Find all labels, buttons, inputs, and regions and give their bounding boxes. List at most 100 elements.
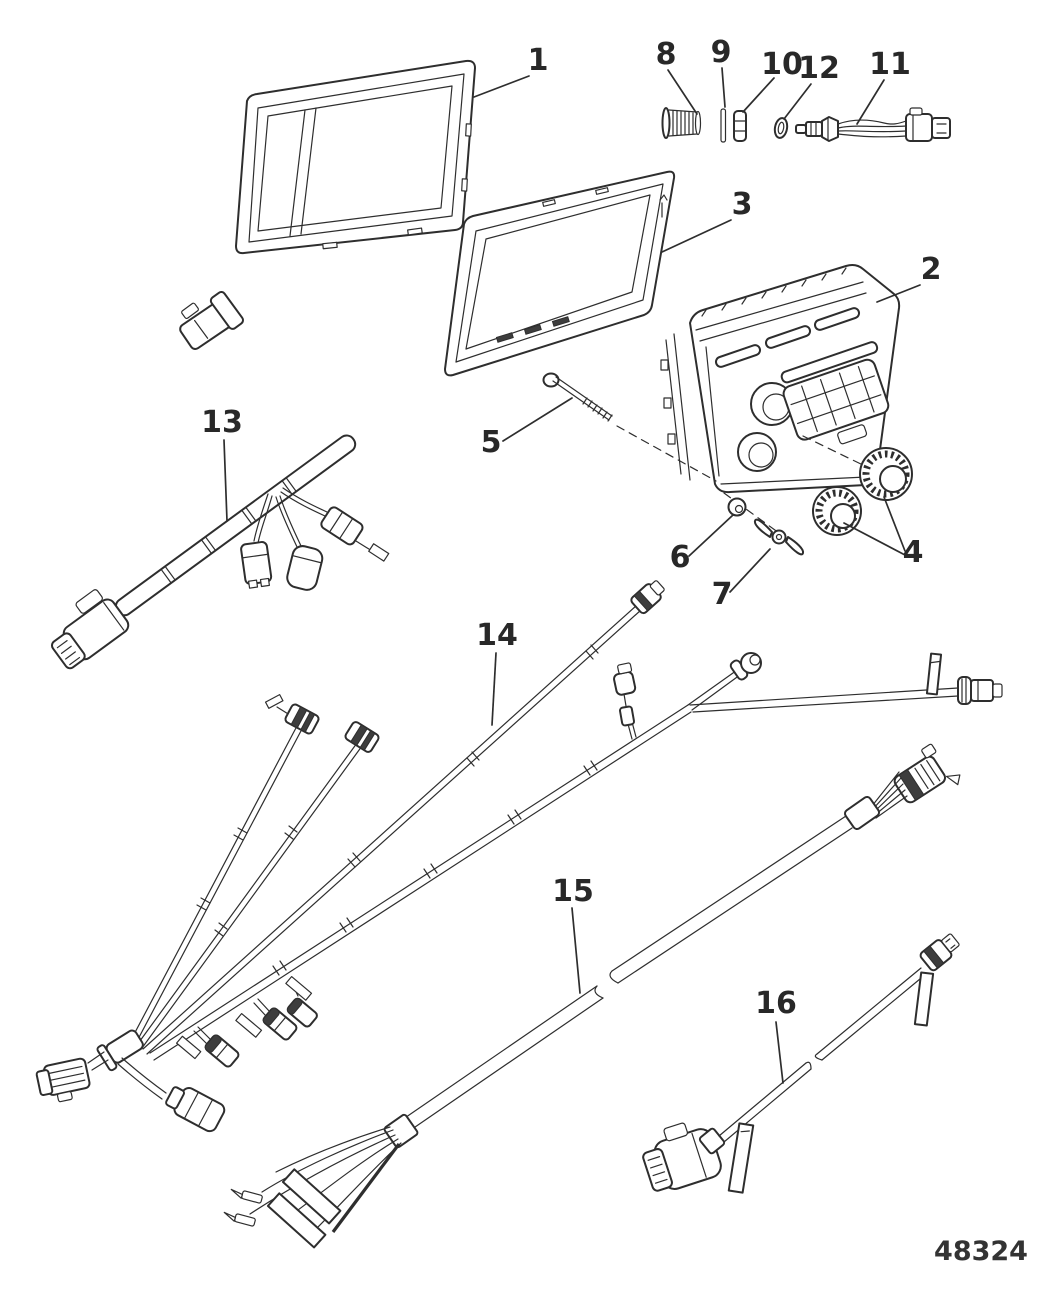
frame-print-mark bbox=[523, 324, 542, 335]
cable15-tag-2 bbox=[266, 1192, 327, 1249]
leader-12 bbox=[783, 83, 812, 120]
callout-6-label: 6 bbox=[670, 540, 691, 575]
harness14-cable-a-connector bbox=[264, 693, 320, 735]
harness14-drop-connector-2 bbox=[235, 998, 298, 1041]
cable15-sheath bbox=[843, 795, 881, 831]
unit-flange-notch bbox=[667, 433, 676, 445]
cable16-strap-2 bbox=[913, 971, 935, 1027]
sensor-connector-latch bbox=[909, 107, 923, 116]
callout-8: 8 bbox=[656, 37, 698, 115]
cable15-lower-run bbox=[395, 985, 604, 1137]
plug-flange bbox=[661, 107, 671, 139]
callout-7: 7 bbox=[712, 548, 771, 612]
callout-9-label: 9 bbox=[711, 35, 732, 70]
leader-15 bbox=[571, 907, 581, 994]
harness14-junction-boot bbox=[96, 1029, 144, 1072]
harness13-branch-connector-2 bbox=[286, 545, 324, 591]
unit-top-ridge bbox=[699, 292, 867, 342]
frame-opening bbox=[465, 194, 651, 350]
part-10-spacer bbox=[733, 110, 747, 142]
harness14-branch-short bbox=[687, 667, 745, 711]
part-13-adapter-harness bbox=[51, 290, 390, 670]
cap-upper bbox=[859, 447, 913, 501]
leader-6 bbox=[688, 514, 734, 557]
part-16-extension-cable bbox=[642, 933, 960, 1194]
frame-print-mark bbox=[495, 332, 514, 343]
leader-9 bbox=[721, 67, 726, 108]
cable16-run-upper bbox=[816, 967, 927, 1061]
callout-10-label: 10 bbox=[761, 47, 803, 82]
plug-bottom bbox=[668, 133, 698, 137]
part-11-sensor-pigtail bbox=[795, 107, 951, 142]
callout-3: 3 bbox=[661, 187, 753, 253]
harness13-bands bbox=[160, 477, 297, 584]
frame-clip bbox=[595, 187, 609, 195]
callout-2: 2 bbox=[876, 252, 941, 303]
screw-shaft bbox=[552, 380, 610, 421]
leader-7 bbox=[729, 548, 771, 593]
part-14-main-harness bbox=[35, 580, 1003, 1133]
harness13-branch-connector-3 bbox=[320, 506, 364, 546]
callout-9: 9 bbox=[711, 35, 732, 108]
leader-10 bbox=[742, 77, 775, 113]
unit-rib bbox=[764, 325, 812, 349]
part-15-power-cable bbox=[223, 743, 961, 1249]
callout-16: 16 bbox=[755, 986, 797, 1084]
callout-8-label: 8 bbox=[656, 37, 677, 72]
harness14-lower-connector bbox=[165, 1086, 226, 1133]
callout-12-label: 12 bbox=[798, 51, 840, 86]
part-9-pin bbox=[720, 108, 727, 143]
plug-end bbox=[694, 110, 702, 136]
assembly-axis-screw bbox=[616, 425, 717, 482]
cable15-terminal-2 bbox=[223, 1211, 256, 1227]
bezel-tab bbox=[322, 241, 338, 250]
part-12-o-ring bbox=[773, 117, 789, 139]
cable15-upper-run bbox=[611, 815, 853, 984]
sensor-body bbox=[805, 121, 823, 137]
callout-11: 11 bbox=[856, 47, 911, 125]
callout-1: 1 bbox=[473, 43, 549, 98]
wing-left bbox=[753, 518, 773, 538]
callout-4: 4 bbox=[843, 496, 924, 570]
screw-head bbox=[542, 372, 560, 388]
leader-1 bbox=[473, 75, 530, 98]
sensor-connector-end bbox=[931, 117, 951, 139]
harness14-lower-stub bbox=[117, 1057, 167, 1100]
harness14-branch-long bbox=[689, 687, 959, 713]
drawing-number: 48324 bbox=[934, 1236, 1028, 1267]
callout-15: 15 bbox=[552, 874, 594, 994]
leader-16 bbox=[775, 1021, 784, 1084]
bezel-tab bbox=[461, 178, 468, 192]
harness14-cable-main bbox=[149, 704, 692, 1061]
harness14-round-connector-short bbox=[729, 652, 762, 681]
callout-1-label: 1 bbox=[528, 43, 549, 78]
callout-5: 5 bbox=[481, 397, 573, 460]
screw-shaft bbox=[555, 376, 613, 417]
unit-rib bbox=[813, 307, 861, 331]
callout-3-label: 3 bbox=[732, 187, 753, 222]
callouts: 1 2 3 4 5 6 7 8 bbox=[201, 35, 941, 1084]
leader-3 bbox=[661, 219, 732, 253]
bezel-tab bbox=[407, 227, 423, 236]
unit-face-crease bbox=[705, 346, 720, 477]
harness14-drop-connector-1 bbox=[175, 1026, 240, 1068]
part-6-washer bbox=[727, 497, 747, 517]
part-7-wing-nut bbox=[753, 518, 805, 556]
part-5-screw bbox=[542, 372, 613, 422]
harness13-branch-wires bbox=[253, 487, 328, 550]
sensor-connector bbox=[905, 113, 933, 142]
callout-13-label: 13 bbox=[201, 405, 243, 440]
unit-main-connector-block bbox=[780, 341, 890, 445]
callout-14-label: 14 bbox=[476, 618, 518, 653]
callout-4-label: 4 bbox=[903, 535, 924, 570]
frame-print-mark bbox=[551, 316, 570, 327]
cable15-break-end bbox=[609, 970, 619, 984]
leader-4 bbox=[843, 496, 906, 556]
leader-14 bbox=[491, 652, 497, 726]
callout-11-label: 11 bbox=[869, 47, 911, 82]
bezel-divider-a bbox=[289, 109, 306, 237]
unit-serration bbox=[701, 267, 847, 317]
unit-rib bbox=[714, 344, 762, 368]
